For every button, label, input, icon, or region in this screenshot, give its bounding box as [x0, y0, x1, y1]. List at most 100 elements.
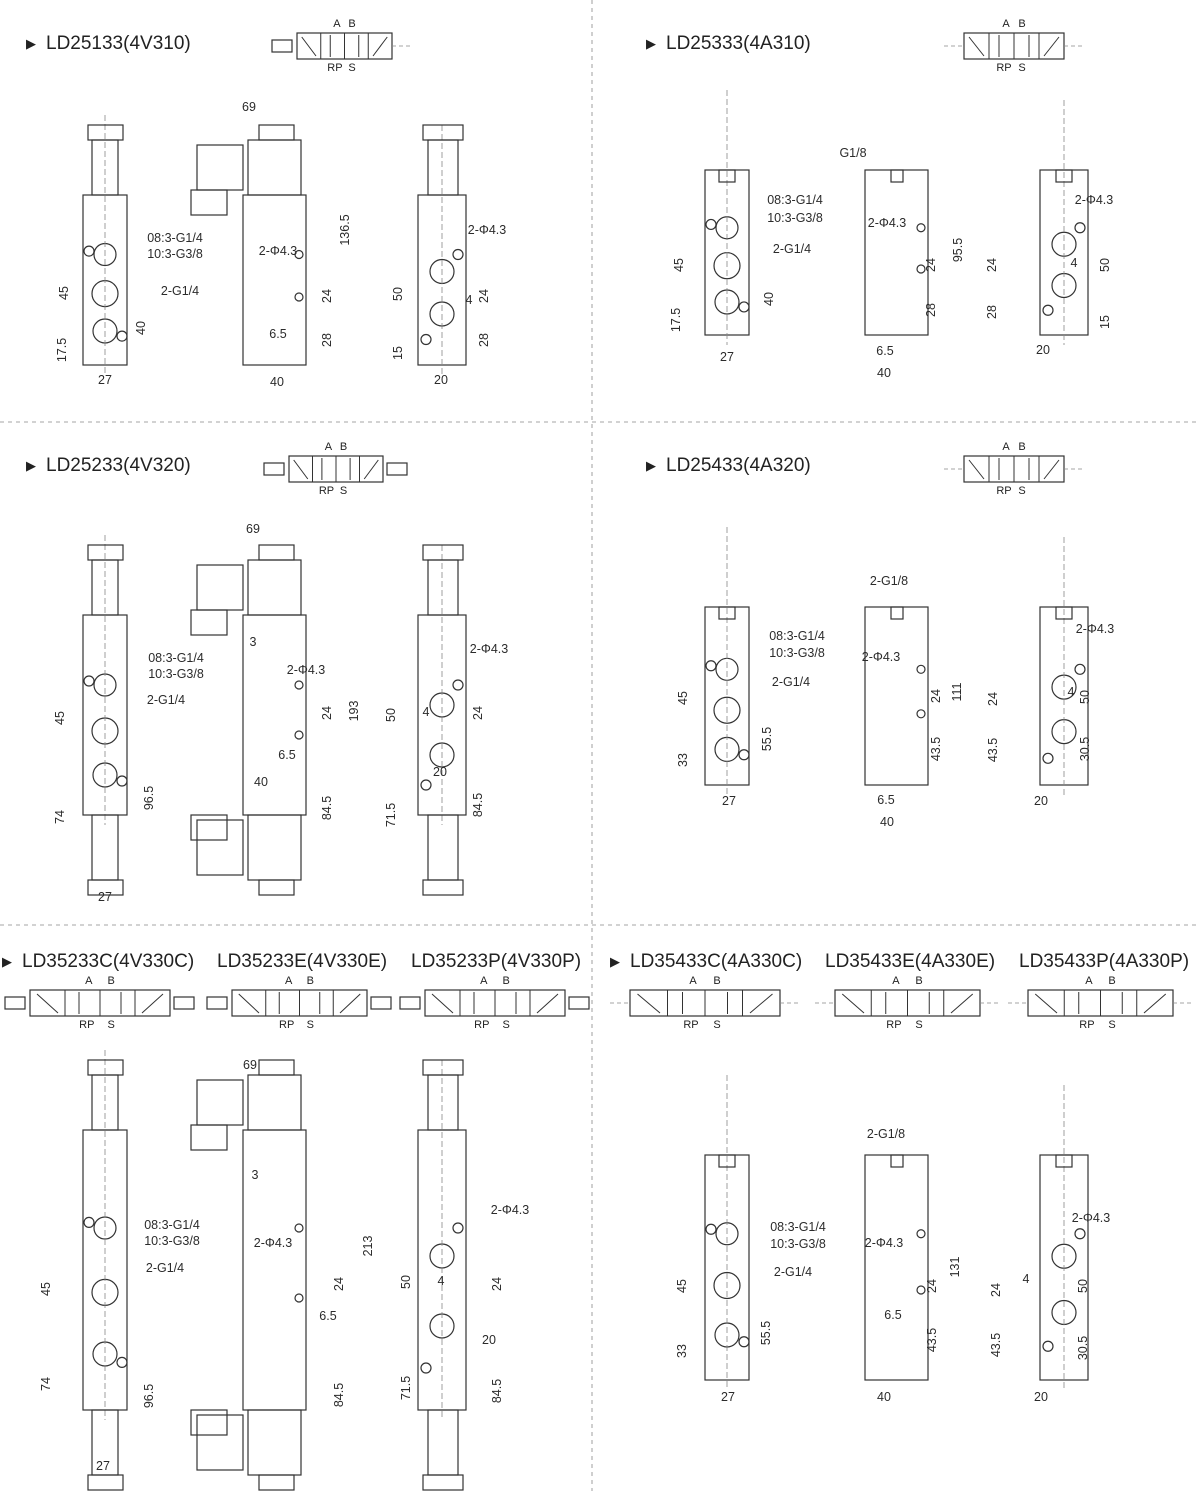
- dimension-label: 3: [251, 1168, 259, 1182]
- dimension-label: 2-Φ4.3: [490, 1203, 530, 1217]
- solenoid-coil: [91, 139, 119, 196]
- mounting-hole: [705, 218, 717, 231]
- dimension-label: 50: [384, 708, 398, 722]
- solenoid-coil: [427, 814, 459, 881]
- dimension-label: 24: [477, 289, 491, 303]
- dimension-label: 45: [676, 691, 690, 705]
- front-view-body: [704, 606, 750, 786]
- dimension-label: 136.5: [338, 214, 352, 246]
- dimension-label: 10:3-G3/8: [767, 211, 823, 225]
- dimension-label: 43.5: [989, 1332, 1003, 1358]
- manual-override-cap: [258, 124, 295, 141]
- dimension-label: 40: [877, 366, 891, 380]
- valve-symbol-arrow: [968, 36, 985, 57]
- dimension-label: 24: [490, 1277, 504, 1291]
- dimension-label: 50: [1076, 1279, 1090, 1293]
- manual-override-cap: [422, 1059, 464, 1076]
- dimension-label: 131: [948, 1256, 962, 1278]
- dimension-label: 10:3-G3/8: [148, 667, 204, 681]
- dimension-label: 84.5: [490, 1378, 504, 1404]
- port-label-b: B: [915, 975, 923, 987]
- valve-symbol-arrow: [372, 36, 388, 57]
- dimension-label: 74: [53, 810, 67, 824]
- port-label-b: B: [1108, 975, 1116, 987]
- dimension-label: 4: [437, 1274, 445, 1288]
- manual-override-cap: [422, 1474, 464, 1491]
- pilot-port: [718, 1154, 736, 1168]
- port-label-rp: RP: [279, 1019, 295, 1031]
- mounting-hole: [452, 248, 464, 261]
- dimension-label: 2-Φ4.3: [1074, 193, 1114, 207]
- dimension-label: 20: [1034, 794, 1048, 808]
- dimension-label: 08:3-G1/4: [770, 1220, 826, 1234]
- dimension-label: 28: [477, 333, 491, 347]
- mounting-hole: [916, 264, 926, 274]
- dimension-label: 24: [985, 258, 999, 272]
- valve-symbol-arrow: [339, 993, 361, 1014]
- mounting-hole: [916, 709, 926, 719]
- valve-symbol-arrow: [637, 993, 661, 1014]
- dimension-label: 17.5: [55, 337, 69, 363]
- dimension-label: 40: [254, 775, 268, 789]
- port-label-s: S: [1018, 485, 1026, 497]
- port-circle: [91, 280, 119, 308]
- port-label-rp: RP: [327, 62, 343, 74]
- pilot-port: [890, 1154, 904, 1168]
- mounting-hole: [916, 1229, 926, 1239]
- dimension-label: 27: [98, 890, 112, 904]
- dimension-label: 20: [482, 1333, 496, 1347]
- dimension-label: 30.5: [1078, 736, 1092, 762]
- valve-symbol-arrow: [301, 36, 317, 57]
- bullet-triangle-icon: ▶: [26, 36, 36, 51]
- port-label-a: A: [1002, 441, 1010, 453]
- port-label-a: A: [689, 975, 697, 987]
- port-label-a: A: [892, 975, 900, 987]
- mounting-hole: [452, 1222, 464, 1234]
- mounting-hole: [420, 1362, 432, 1374]
- mounting-hole: [705, 660, 717, 672]
- bullet-triangle-icon: ▶: [2, 954, 12, 969]
- port-label-a: A: [333, 18, 341, 30]
- port-label-s: S: [713, 1019, 721, 1031]
- dimension-label: 50: [1078, 690, 1092, 704]
- solenoid-symbol-right: [370, 996, 392, 1010]
- port-label-b: B: [348, 18, 356, 30]
- solenoid-symbol-right: [568, 996, 590, 1010]
- manual-override-cap: [87, 1059, 124, 1076]
- valve-symbol-arrow: [238, 993, 260, 1014]
- port-circle: [92, 1341, 118, 1367]
- dimension-label: 69: [246, 522, 260, 536]
- dimension-label: 96.5: [142, 1383, 156, 1409]
- port-label-rp: RP: [996, 62, 1012, 74]
- pilot-port: [890, 169, 904, 183]
- port-circle: [91, 717, 119, 745]
- mounting-hole: [294, 249, 304, 260]
- side-view-body: [864, 1154, 929, 1381]
- pilot-port: [718, 606, 736, 620]
- pilot-port: [718, 169, 736, 183]
- dimension-label: 40: [762, 292, 776, 306]
- dimension-label: 6.5: [278, 748, 296, 762]
- solenoid-symbol-left: [4, 996, 26, 1010]
- connector-plug: [190, 1124, 228, 1151]
- mounting-hole: [1042, 1340, 1054, 1352]
- solenoid-symbol-right: [386, 462, 408, 476]
- port-circle: [429, 692, 455, 718]
- dimension-label: 71.5: [399, 1375, 413, 1401]
- port-label-b: B: [1018, 441, 1026, 453]
- port-label-s: S: [348, 62, 356, 74]
- dimension-label: 08:3-G1/4: [767, 193, 823, 207]
- manual-override-cap: [258, 544, 295, 561]
- dimension-label: 43.5: [986, 737, 1000, 763]
- connector-plug: [190, 814, 228, 841]
- mounting-hole: [294, 730, 304, 740]
- manual-override-cap: [422, 879, 464, 896]
- solenoid-coil: [427, 1074, 459, 1131]
- mounting-hole: [1042, 304, 1054, 316]
- valve-symbol-arrow: [1143, 993, 1167, 1014]
- solenoid-coil: [427, 1409, 459, 1476]
- valve-symbol-arrow: [1034, 993, 1058, 1014]
- valve-symbol-arrow: [363, 459, 379, 480]
- solenoid-coil: [91, 1074, 119, 1131]
